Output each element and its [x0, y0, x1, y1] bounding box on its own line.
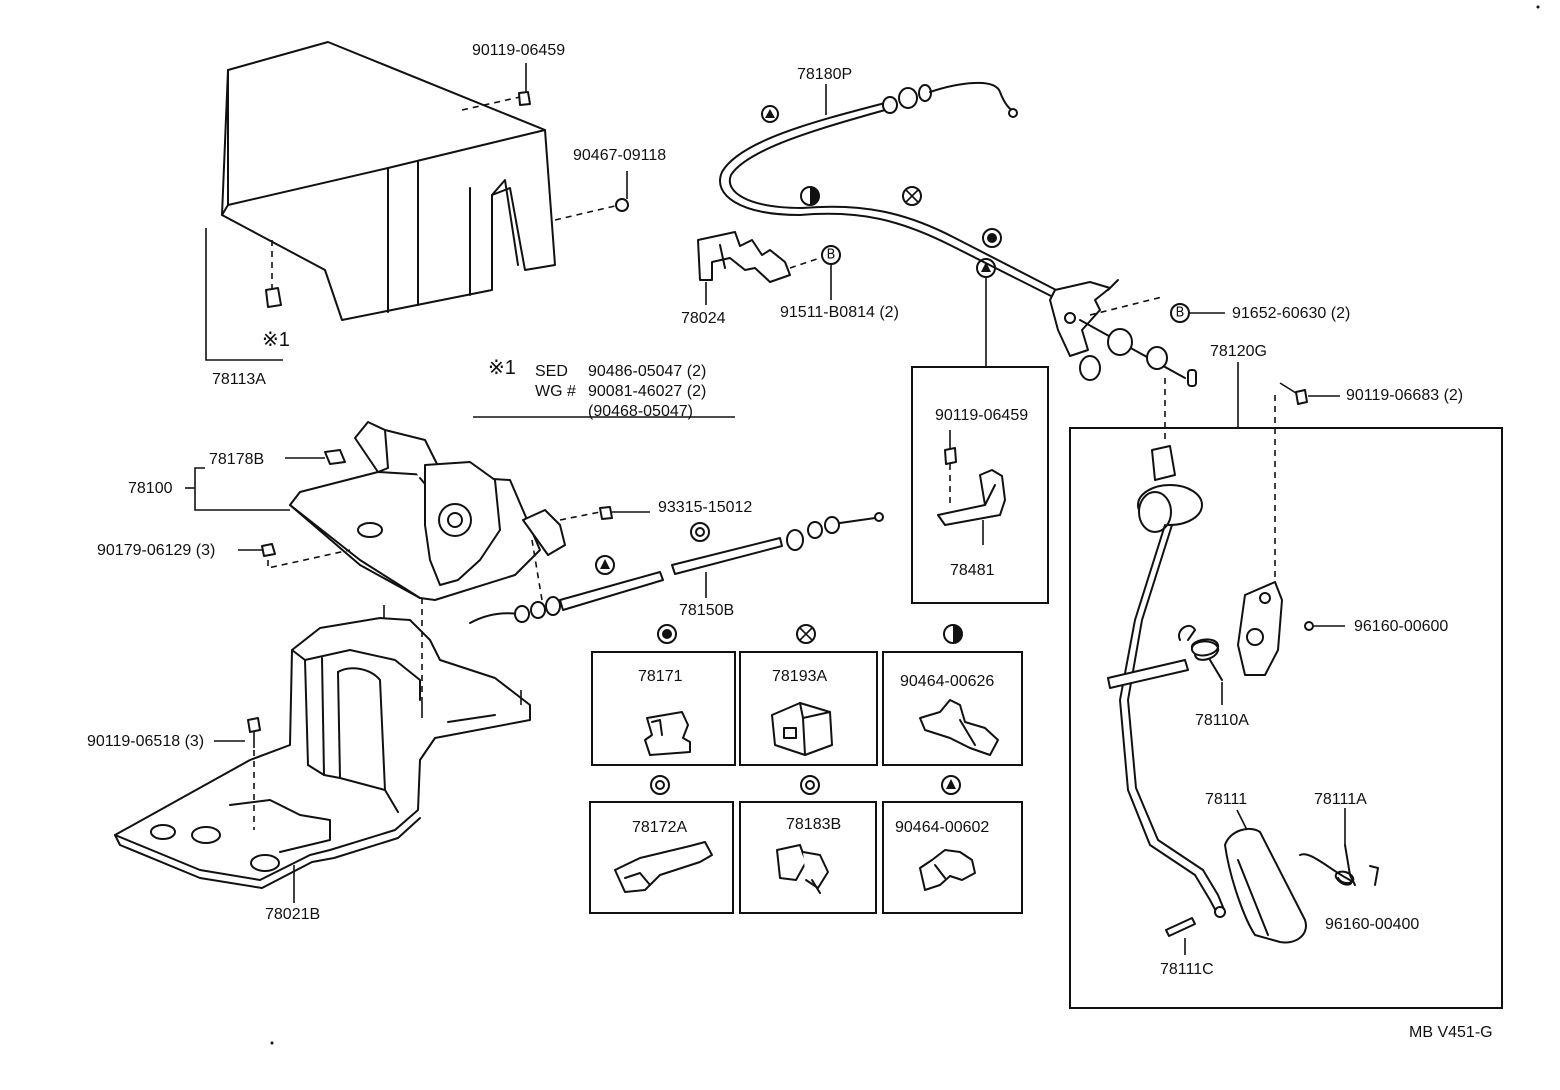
label-78481: 78481	[950, 562, 995, 579]
legend-note: ※1 SED 90486-05047 (2) WG # 90081-46027 …	[473, 357, 735, 420]
bracket-78024-drawing	[697, 231, 821, 305]
label-93315-15012: 93315-15012	[658, 499, 752, 516]
label-91652-60630: 91652-60630 (2)	[1232, 305, 1350, 322]
label-78180P: 78180P	[797, 66, 852, 83]
label-96160-00600: 96160-00600	[1354, 618, 1448, 635]
clip-78183B-drawing	[776, 844, 829, 894]
label-ref1: ※1	[262, 329, 290, 351]
symbol-b-left-text: B	[827, 248, 836, 263]
legend-line-1-model: SED	[535, 363, 568, 380]
label-78111A: 78111A	[1314, 791, 1367, 808]
label-90464-00626: 90464-00626	[900, 673, 994, 690]
cable-78150B-drawing	[469, 512, 884, 624]
bracket-78100-drawing	[185, 421, 650, 601]
label-78120G: 78120G	[1210, 343, 1267, 360]
symbol-cross-cable	[902, 186, 922, 206]
symbol-triangle-78150B	[595, 555, 615, 575]
label-96160-00400: 96160-00400	[1325, 916, 1419, 933]
legend-line-1-part: 90486-05047 (2)	[588, 363, 706, 380]
symbol-triangle-cable	[761, 105, 779, 123]
label-78193A: 78193A	[772, 668, 827, 685]
label-78171: 78171	[638, 668, 683, 685]
clip-90464-00602-drawing	[919, 849, 976, 891]
label-90119-06459-box: 90119-06459	[935, 407, 1028, 424]
box-78171	[591, 651, 736, 766]
box-78172A	[589, 801, 734, 914]
box-78120G	[1069, 427, 1503, 1009]
legend-line-2-part: 90081-46027 (2)	[588, 383, 706, 400]
legend-symbol: ※1	[488, 357, 516, 379]
diagram-code: MB V451-G	[1409, 1024, 1493, 1041]
label-78111C: 78111C	[1160, 961, 1214, 978]
label-90119-06683: 90119-06683 (2)	[1346, 387, 1463, 404]
label-78110A: 78110A	[1195, 712, 1249, 729]
symbol-double-78172A	[650, 775, 670, 795]
clip-78172A-drawing	[614, 841, 713, 893]
label-78100: 78100	[128, 480, 173, 497]
label-78021B: 78021B	[265, 906, 320, 923]
clip-78481-drawing	[937, 430, 1006, 545]
label-78183B: 78183B	[786, 816, 841, 833]
label-90464-00602: 90464-00602	[895, 819, 989, 836]
symbol-b-right-text: B	[1176, 306, 1185, 321]
clip-78171-drawing	[644, 711, 691, 756]
box-78193A	[739, 651, 878, 766]
label-78111: 78111	[1205, 791, 1247, 808]
label-90467-09118: 90467-09118	[573, 147, 666, 164]
label-91511-B0814: 91511-B0814 (2)	[780, 304, 899, 321]
symbol-double-78183B	[800, 775, 820, 795]
clip-90464-00626-drawing	[919, 699, 999, 756]
symbol-triangle-90464-00602	[941, 775, 961, 795]
symbol-b-right: B	[1170, 303, 1190, 323]
base-78021B-drawing	[114, 598, 531, 903]
box-78183B	[739, 801, 877, 914]
label-90119-06459-top: 90119-06459	[472, 42, 565, 59]
box-78481	[911, 366, 1049, 604]
legend-line-2-model: WG #	[535, 383, 576, 400]
symbol-double-78150B	[690, 522, 710, 542]
label-78150B: 78150B	[679, 602, 734, 619]
symbol-half-cable	[800, 186, 820, 206]
pedal-arm-drawing	[1107, 382, 1379, 955]
symbol-half-90464-00626	[943, 624, 963, 644]
box-90464-00626	[882, 651, 1023, 766]
label-78024: 78024	[681, 310, 726, 327]
symbol-triangle-78481	[976, 258, 996, 278]
symbol-cross-78193A	[796, 624, 816, 644]
legend-line-3-part: (90468-05047)	[588, 403, 693, 420]
label-78113A: 78113A	[212, 371, 266, 388]
cable-78180P-drawing	[719, 82, 1197, 440]
label-78172A: 78172A	[632, 819, 687, 836]
cover-78113A-drawing	[205, 41, 629, 361]
symbol-filled-cable	[982, 228, 1002, 248]
label-78178B: 78178B	[209, 451, 264, 468]
symbol-filled-78171	[657, 624, 677, 644]
symbol-b-left: B	[821, 245, 841, 265]
label-90119-06518: 90119-06518 (3)	[87, 733, 204, 750]
label-90179-06129: 90179-06129 (3)	[97, 542, 215, 559]
clip-78193A-drawing	[771, 702, 833, 756]
box-90464-00602	[882, 801, 1023, 914]
